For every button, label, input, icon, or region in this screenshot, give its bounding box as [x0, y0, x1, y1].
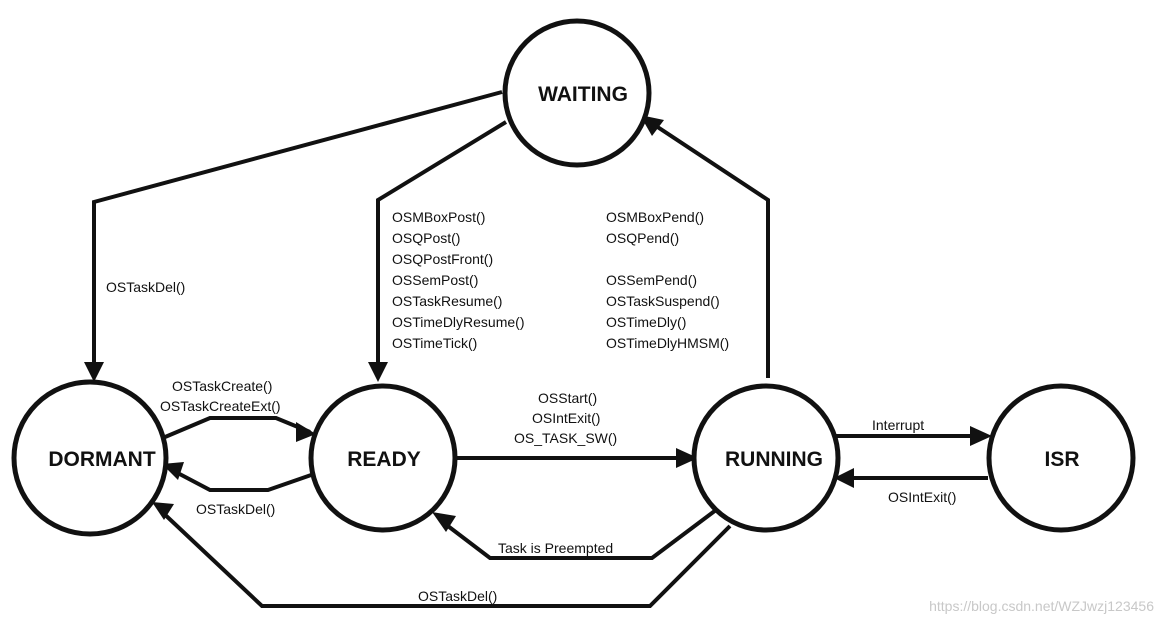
state-isr [986, 383, 1136, 533]
label-running-to-ready: Task is Preempted [498, 540, 613, 556]
label-waiting-to-ready-line: OSMBoxPost() [392, 209, 485, 225]
label-running-to-isr: Interrupt [872, 417, 924, 433]
edge-waiting-to-ready [376, 120, 508, 372]
state-dormant-label: DORMANT [48, 448, 155, 471]
label-waiting-to-ready-line: OSSemPost() [392, 272, 478, 288]
label-running-to-dormant: OSTaskDel() [418, 588, 497, 604]
state-labels: WAITING DORMANT READY RUNNING ISR [48, 83, 1079, 471]
arrow-waiting-to-dormant-head [84, 362, 104, 382]
arrow-running-to-dormant-head [152, 502, 174, 520]
label-ready-to-running-line: OS_TASK_SW() [514, 430, 617, 446]
state-waiting [502, 18, 652, 168]
label-waiting-to-dormant: OSTaskDel() [106, 279, 185, 295]
label-waiting-to-ready-line: OSTimeTick() [392, 335, 477, 351]
transition-labels: OSTaskDel() OSMBoxPost() OSQPost() OSQPo… [106, 209, 956, 604]
watermark: https://blog.csdn.net/WZJwzj123456 [929, 598, 1154, 614]
label-ready-to-dormant: OSTaskDel() [196, 501, 275, 517]
edges [84, 90, 992, 608]
label-waiting-to-ready-line: OSQPost() [392, 230, 460, 246]
label-running-to-waiting-line: OSMBoxPend() [606, 209, 704, 225]
state-running [691, 383, 841, 533]
label-dormant-to-ready-line: OSTaskCreate() [172, 378, 272, 394]
label-waiting-to-ready-group: OSMBoxPost() OSQPost() OSQPostFront() OS… [392, 209, 525, 351]
arrow-ready-to-running-head [676, 448, 698, 468]
edge-running-to-ready [438, 508, 718, 560]
arrow-waiting-to-ready-head [368, 362, 388, 382]
edge-dormant-to-ready [157, 416, 311, 442]
label-running-to-waiting-group: OSMBoxPend() OSQPend() OSSemPend() OSTas… [606, 209, 729, 351]
edge-ready-to-dormant [171, 468, 315, 492]
arrow-dormant-to-ready-head [296, 422, 316, 442]
label-dormant-to-ready-line: OSTaskCreateExt() [160, 398, 281, 414]
state-waiting-label: WAITING [538, 83, 628, 106]
label-running-to-waiting-line: OSTimeDly() [606, 314, 686, 330]
label-ready-to-running-line: OSIntExit() [532, 410, 600, 426]
arrow-running-to-ready-head [432, 512, 456, 532]
label-running-to-waiting-line: OSTaskSuspend() [606, 293, 720, 309]
edge-running-to-waiting [648, 120, 770, 378]
arrow-isr-to-running-head [834, 468, 854, 488]
state-isr-label: ISR [1044, 448, 1079, 471]
state-ready-label: READY [347, 448, 421, 471]
label-waiting-to-ready-line: OSQPostFront() [392, 251, 493, 267]
edge-running-to-dormant [158, 508, 732, 608]
state-ready [308, 383, 458, 533]
label-ready-to-running-line: OSStart() [538, 390, 597, 406]
state-dormant [11, 379, 169, 537]
label-running-to-waiting-line: OSTimeDlyHMSM() [606, 335, 729, 351]
nodes [11, 18, 1136, 537]
arrow-running-to-isr-head [970, 426, 992, 446]
edge-waiting-to-dormant [92, 90, 503, 372]
label-waiting-to-ready-line: OSTaskResume() [392, 293, 502, 309]
label-waiting-to-ready-line: OSTimeDlyResume() [392, 314, 525, 330]
label-isr-to-running: OSIntExit() [888, 489, 956, 505]
state-running-label: RUNNING [725, 448, 823, 471]
label-running-to-waiting-line: OSQPend() [606, 230, 679, 246]
label-running-to-waiting-line: OSSemPend() [606, 272, 697, 288]
